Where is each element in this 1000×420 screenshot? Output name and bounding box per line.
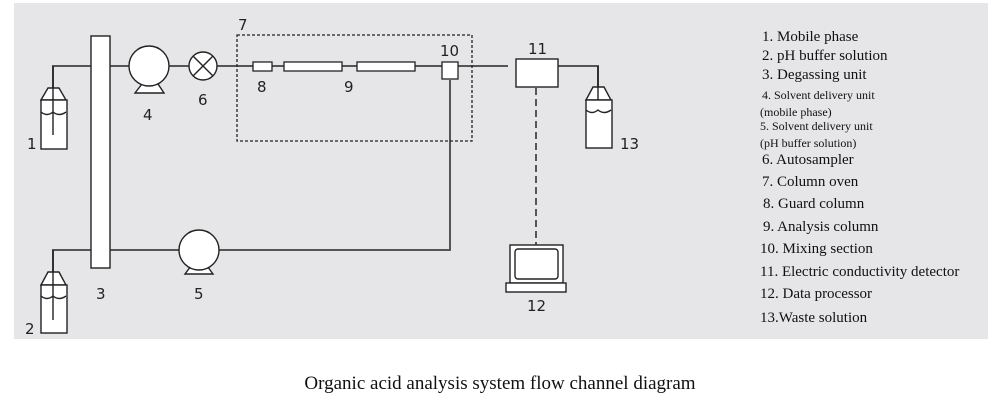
legend-item-1: 1. Mobile phase (762, 29, 859, 45)
degassing-unit (90, 35, 111, 269)
flow-lines (52, 65, 599, 273)
line-buffer-main (110, 80, 451, 251)
legend-item-7: 7. Column oven (762, 174, 859, 190)
legend-item-3: 3. Degassing unit (762, 67, 867, 83)
conductivity-detector (515, 58, 559, 88)
mixing-section (441, 61, 459, 80)
legend-item-8: 8. Guard column (763, 196, 865, 212)
analysis-column-1 (283, 61, 343, 72)
label-7: 7 (238, 16, 248, 34)
label-12: 12 (527, 297, 546, 315)
label-1: 1 (27, 135, 37, 153)
diagram-caption: Organic acid analysis system flow channe… (304, 373, 696, 394)
data-processor-icon (505, 244, 567, 293)
pump-mobile-phase-icon (128, 45, 170, 94)
legend-item-10: 10. Mixing section (760, 241, 873, 257)
column-oven-box (236, 34, 473, 142)
waste-bottle (584, 66, 613, 149)
legend-item-13: 13.Waste solution (760, 310, 868, 326)
label-11: 11 (528, 40, 547, 58)
autosampler-icon (188, 51, 218, 81)
label-9: 9 (344, 78, 354, 96)
legend-item-9: 9. Analysis column (763, 219, 879, 235)
legend-item-6: 6. Autosampler (762, 152, 854, 168)
guard-column (252, 61, 273, 72)
label-13: 13 (620, 135, 639, 153)
pump-buffer-icon (178, 229, 220, 275)
diagram-panel (14, 3, 988, 339)
label-4: 4 (143, 106, 153, 124)
label-6: 6 (198, 91, 208, 109)
legend-item-12: 12. Data processor (760, 286, 873, 302)
legend-item-5-sub: (pH buffer solution) (760, 136, 857, 150)
legend-item-11: 11. Electric conductivity detector (760, 264, 960, 280)
label-5: 5 (194, 285, 204, 303)
analysis-column-2 (356, 61, 416, 72)
mobile-phase-bottle (39, 66, 68, 150)
label-8: 8 (257, 78, 267, 96)
legend-item-4-sub: (mobile phase) (760, 105, 832, 119)
legend-item-5: 5. Solvent delivery unit (760, 119, 873, 133)
buffer-bottle (39, 250, 68, 334)
label-2: 2 (25, 320, 35, 338)
legend-item-2: 2. pH buffer solution (762, 48, 888, 64)
line-buffer (52, 249, 91, 273)
legend-item-4: 4. Solvent delivery unit (762, 88, 875, 102)
label-3: 3 (96, 285, 106, 303)
label-10: 10 (440, 42, 459, 60)
